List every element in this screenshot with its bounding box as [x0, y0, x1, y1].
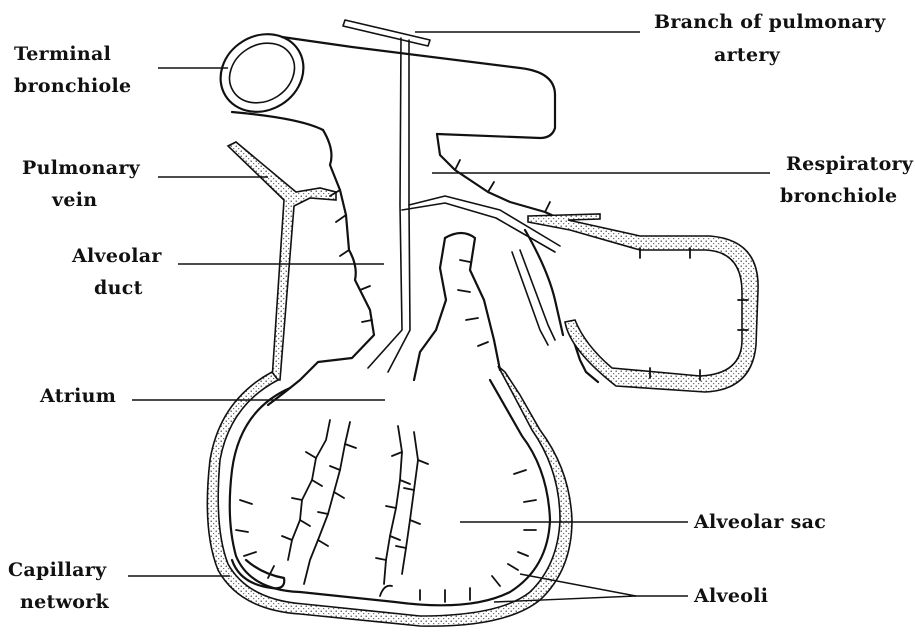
label-branch-pulmonary-artery-line2: artery	[714, 44, 781, 66]
leader-alveoli-2	[494, 596, 636, 602]
label-pulmonary-vein-line2: vein	[51, 189, 97, 211]
label-alveolar-sac: Alveolar sac	[693, 511, 826, 533]
label-terminal-bronchiole-line2: bronchiole	[14, 75, 131, 97]
label-alveolar-duct-line2: duct	[94, 277, 143, 299]
alveolar-sac-body	[207, 233, 572, 626]
leader-lines	[128, 32, 770, 602]
label-capillary-network-line2: network	[20, 591, 110, 613]
label-capillary-network-line1: Capillary	[8, 559, 107, 581]
label-pulmonary-vein-line1: Pulmonary	[22, 157, 141, 179]
label-alveoli: Alveoli	[693, 585, 768, 607]
terminal-bronchiole-tube	[206, 19, 555, 138]
label-terminal-bronchiole-line1: Terminal	[14, 43, 111, 65]
pulmonary-artery-branch	[343, 20, 560, 372]
label-atrium: Atrium	[39, 385, 116, 407]
label-respiratory-bronchiole-line1: Respiratory	[786, 153, 914, 175]
respiratory-bronchiole-wall	[437, 134, 748, 382]
label-branch-pulmonary-artery-line1: Branch of pulmonary	[654, 11, 886, 33]
right-capillary-vessel	[528, 214, 758, 392]
label-respiratory-bronchiole-line2: bronchiole	[780, 185, 897, 207]
label-alveolar-duct-line1: Alveolar	[71, 245, 162, 267]
